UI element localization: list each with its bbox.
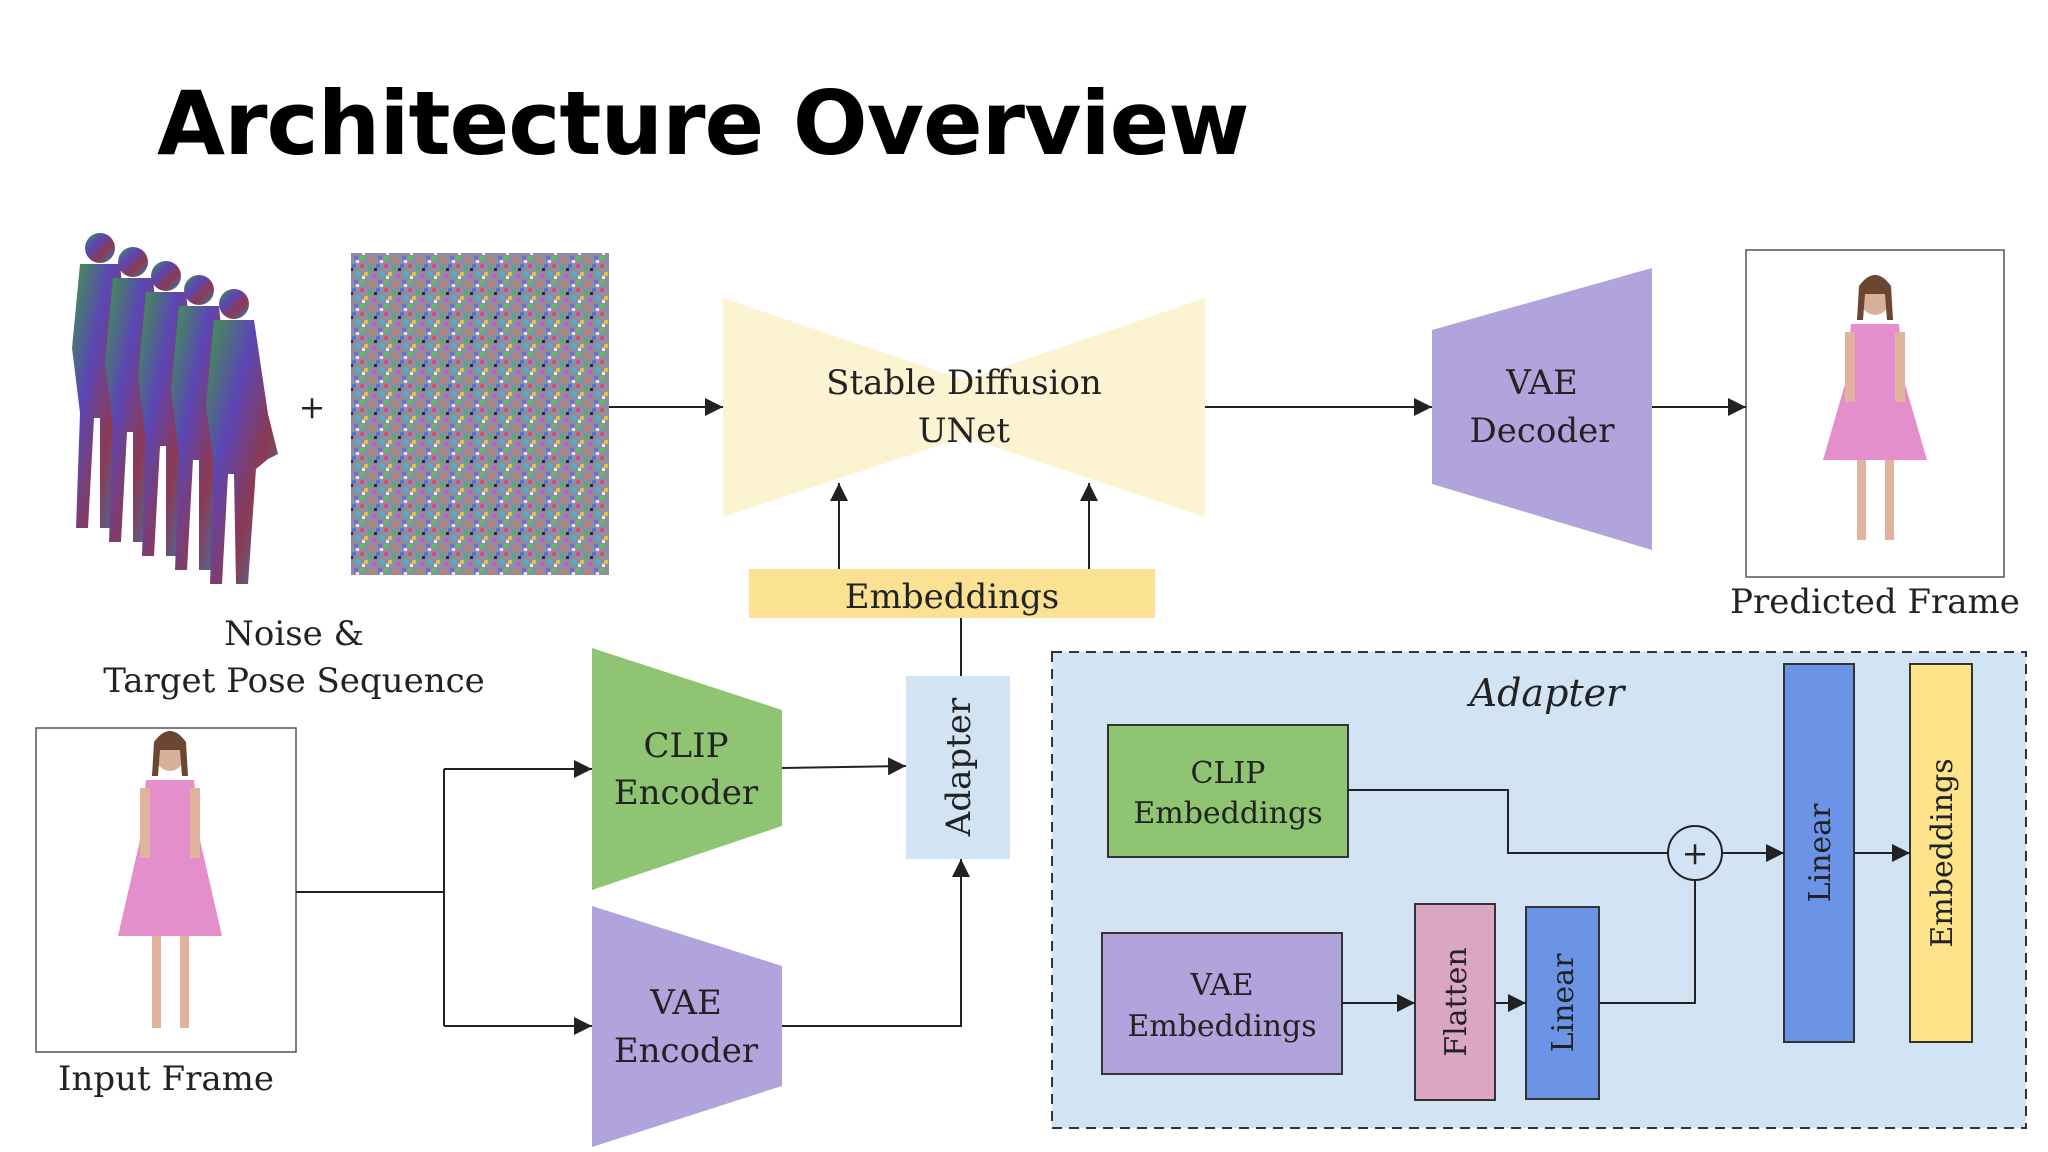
vae-decoder-label-line2: Decoder	[1469, 411, 1615, 451]
vae-decoder-label-line1: VAE	[1505, 363, 1578, 403]
pose-sequence-figures	[72, 233, 278, 584]
noise-image	[351, 253, 609, 575]
embeddings-out-label: Embeddings	[1925, 758, 1960, 947]
vae-encoder-label-line2: Encoder	[614, 1031, 759, 1071]
input-frame-label: Input Frame	[58, 1059, 274, 1099]
flatten-label: Flatten	[1439, 947, 1474, 1056]
clip-embeddings-box	[1107, 724, 1349, 858]
adapter-block	[906, 676, 1010, 859]
input-frame-person	[118, 731, 222, 1028]
linear-box-2	[1783, 663, 1855, 1043]
embeddings-out-box	[1909, 663, 1973, 1043]
embeddings-bar-label: Embeddings	[845, 577, 1059, 617]
adapter-label: Adapter	[939, 697, 979, 837]
clip-embeddings-label-line1: CLIP	[1191, 756, 1266, 791]
linear-box-1	[1525, 906, 1600, 1100]
vae-embeddings-label-line2: Embeddings	[1127, 1009, 1316, 1044]
vae-embeddings-box	[1101, 932, 1343, 1075]
sum-symbol: +	[1682, 834, 1709, 872]
vae-encoder-label-line1: VAE	[649, 983, 722, 1023]
main-connectors	[296, 398, 1746, 1035]
clip-encoder-label-line1: CLIP	[644, 726, 729, 766]
embeddings-bar	[749, 569, 1155, 618]
noise-label-line1: Noise &	[224, 614, 364, 654]
predicted-frame-label: Predicted Frame	[1730, 582, 2020, 622]
clip-embeddings-label-line2: Embeddings	[1133, 796, 1322, 831]
vae-encoder-block	[592, 906, 782, 1147]
clip-encoder-block	[592, 648, 782, 890]
slide-title: Architecture Overview	[157, 72, 1250, 175]
vae-decoder-block	[1432, 268, 1652, 550]
linear-label-1: Linear	[1546, 953, 1581, 1052]
noise-label-line2: Target Pose Sequence	[103, 661, 485, 701]
adapter-detail-panel: Adapter CLIP Embeddings VAE Embeddings F…	[1051, 651, 2027, 1129]
adapter-detail-title: Adapter	[1467, 671, 1628, 715]
unet-label-line2: UNet	[918, 411, 1011, 451]
unet-block	[723, 298, 1205, 517]
predicted-frame-person	[1823, 275, 1927, 540]
linear-label-2: Linear	[1803, 803, 1838, 902]
unet-label-line1: Stable Diffusion	[826, 363, 1102, 403]
plus-sign: +	[299, 388, 326, 426]
clip-encoder-label-line2: Encoder	[614, 773, 759, 813]
vae-embeddings-label-line1: VAE	[1189, 968, 1253, 1003]
adapter-detail-connectors	[1342, 789, 1910, 1012]
